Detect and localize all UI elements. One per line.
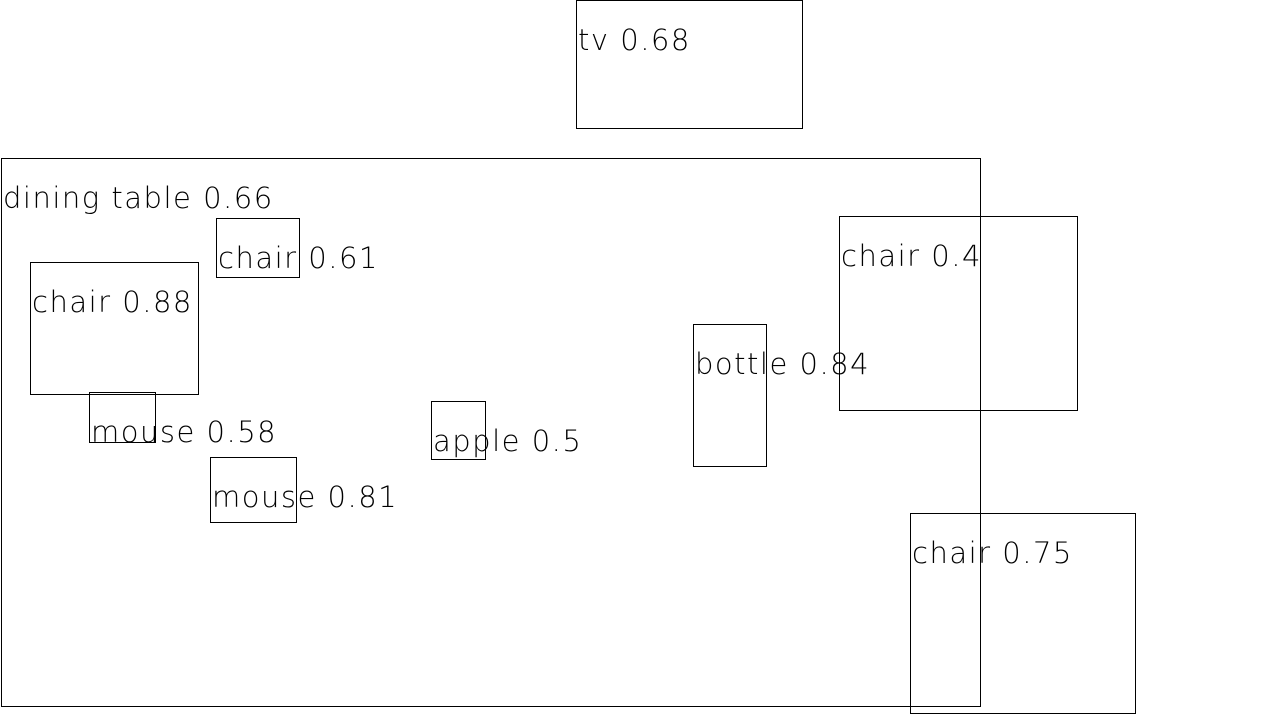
apple-05-detection-label: apple 0.5	[433, 424, 583, 458]
chair-075-detection-label: chair 0.75	[912, 536, 1073, 570]
dining-table-detection-box: dining table 0.66	[1, 158, 981, 707]
bottle-084-detection-label: bottle 0.84	[695, 347, 871, 381]
tv-detection-label: tv 0.68	[578, 23, 691, 57]
chair-088-detection-label: chair 0.88	[32, 285, 193, 319]
mouse-058-detection-label: mouse 0.58	[91, 415, 278, 449]
mouse-058-detection-box: mouse 0.58	[89, 392, 276, 447]
chair-061-detection-label: chair 0.61	[218, 241, 379, 275]
chair-061-detection-box: chair 0.61	[216, 218, 377, 278]
chair-04-detection-box: chair 0.4	[839, 216, 1078, 411]
chair-088-detection-box: chair 0.88	[30, 262, 199, 395]
bottle-084-detection-box: bottle 0.84	[693, 324, 869, 467]
chair-04-detection-label: chair 0.4	[841, 239, 982, 273]
mouse-081-detection-label: mouse 0.81	[212, 480, 399, 514]
apple-05-detection-box: apple 0.5	[431, 401, 581, 460]
tv-detection-box: tv 0.68	[576, 0, 803, 129]
dining-table-detection-label: dining table 0.66	[3, 181, 274, 215]
mouse-081-detection-box: mouse 0.81	[210, 457, 397, 523]
chair-075-detection-box: chair 0.75	[910, 513, 1136, 714]
